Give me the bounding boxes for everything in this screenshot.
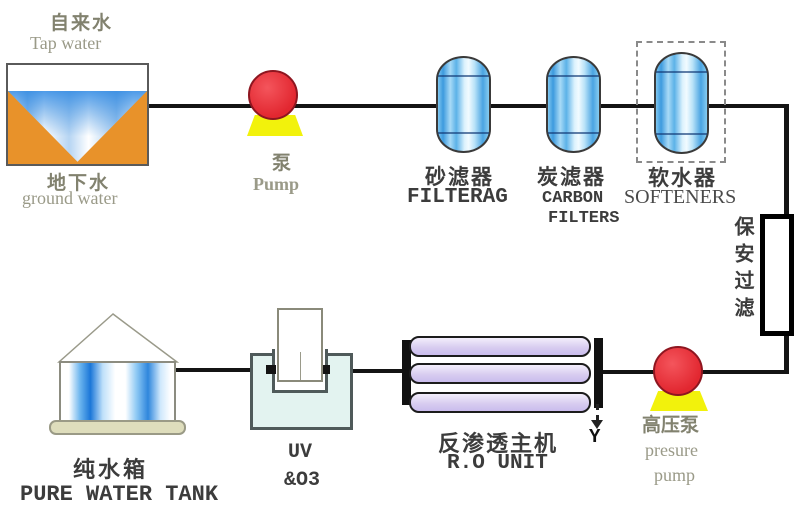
vessel-seam <box>548 75 599 77</box>
ro-membrane-tube <box>409 392 591 413</box>
water-vee-gradient <box>8 91 147 162</box>
pipe-ro-to-uv <box>350 369 412 373</box>
tap-water-label-en: Tap water <box>30 33 102 53</box>
vessel-seam <box>438 132 489 134</box>
source-water-tank-icon <box>6 63 149 166</box>
sand-filter-label-en: FILTERAG <box>407 186 508 209</box>
pressure-pump-icon <box>653 346 703 396</box>
uv-pipe-stub <box>320 365 330 374</box>
vessel-seam <box>656 71 707 73</box>
tap-water-label-cn: 自来水 <box>50 13 114 34</box>
sand-filter-icon <box>436 56 491 153</box>
carbon-filter-label-cn: 炭滤器 <box>537 166 606 189</box>
pump-label-en: Pump <box>253 174 300 194</box>
vessel-seam <box>438 75 489 77</box>
pure-water-tank-label-en: PURE WATER TANK <box>20 482 219 507</box>
ro-membrane-tube <box>409 336 591 357</box>
ro-left-manifold <box>402 340 411 405</box>
uv-pipe-stub <box>266 365 276 374</box>
uv-label-line1: UV <box>288 441 313 464</box>
carbon-filter-label-en1: CARBON <box>542 189 604 208</box>
pressure-pump-label-cn: 高压泵 <box>642 415 700 436</box>
carbon-filter-label-en2: FILTERS <box>548 209 620 228</box>
softener-icon <box>654 52 709 154</box>
softener-dashed-box <box>636 41 726 163</box>
ro-unit-label-cn: 反渗透主机 <box>438 431 559 456</box>
pipe-uv-to-tank <box>172 368 254 372</box>
sand-filter-label-cn: 砂滤器 <box>425 166 494 189</box>
drain-label: Y <box>589 426 601 448</box>
ro-membrane-tube <box>409 363 591 384</box>
drain-arrow-icon <box>591 420 603 429</box>
pure-water-tank-label-cn: 纯水箱 <box>73 457 149 482</box>
pump-base-icon <box>247 115 303 136</box>
pressure-pump-label-en1: presure <box>645 440 698 460</box>
uv-label-line2: &O3 <box>284 469 321 492</box>
pump-icon <box>248 70 298 120</box>
uv-lamp-icon <box>277 308 323 382</box>
vessel-seam <box>548 132 599 134</box>
uv-lamp-divider <box>300 352 301 380</box>
pure-water-tank-base <box>49 420 186 435</box>
ro-unit-label-en: R.O UNIT <box>447 452 548 475</box>
ground-water-label-en: ground water <box>22 188 118 208</box>
pressure-pump-label-en2: pump <box>654 465 696 485</box>
pure-water-tank-icon <box>59 361 176 422</box>
vessel-seam <box>656 133 707 135</box>
ro-right-manifold <box>594 338 603 408</box>
softener-label-en: SOFTENERS <box>624 186 737 208</box>
pump-label-cn: 泵 <box>272 153 292 174</box>
pure-water-tank-roof-icon <box>57 313 180 363</box>
drain-line <box>596 404 599 421</box>
carbon-filter-icon <box>546 56 601 153</box>
ground-water-fill <box>8 91 147 164</box>
security-filter-label-cn: 保安过滤 <box>731 216 753 324</box>
ground-water-label-cn: 地下水 <box>47 173 111 194</box>
security-filter-icon <box>760 214 794 336</box>
pressure-pump-base-icon <box>650 391 708 411</box>
softener-label-cn: 软水器 <box>648 167 717 190</box>
